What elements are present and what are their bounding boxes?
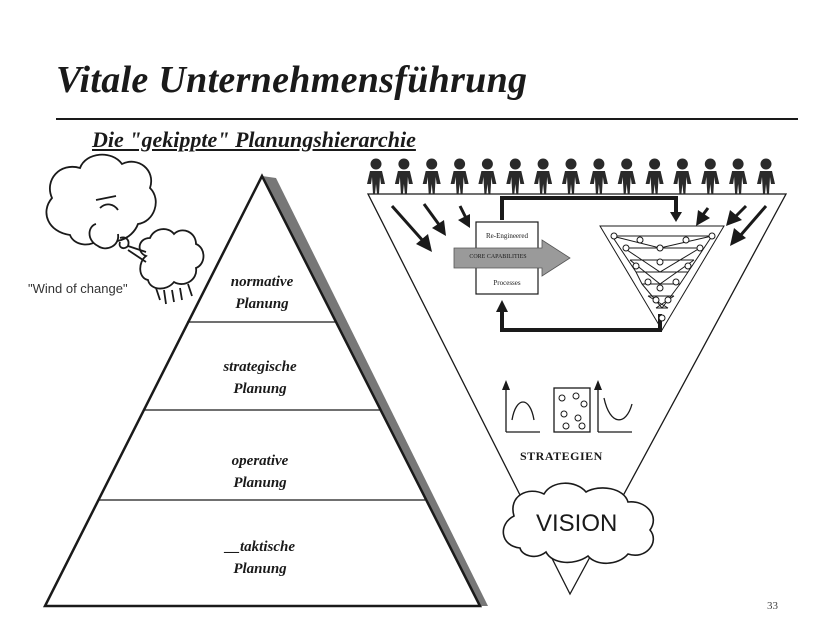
core-capabilities-box bbox=[453, 221, 571, 295]
person-figure bbox=[645, 158, 664, 194]
slide-subtitle: Die "gekippte" Planungshierarchie bbox=[92, 127, 416, 152]
pyramid-level-line1: strategische bbox=[223, 359, 297, 375]
pyramid-level-line2: Planung bbox=[233, 561, 287, 577]
vision-label: VISION bbox=[536, 510, 618, 537]
person-figure bbox=[506, 158, 525, 194]
breath-stream bbox=[127, 245, 147, 263]
input-arrows bbox=[390, 203, 768, 252]
person-figure bbox=[757, 158, 775, 194]
person-figure bbox=[450, 158, 469, 194]
wind-of-change-cloud bbox=[45, 153, 205, 305]
person-figure bbox=[478, 158, 497, 194]
pyramid-level-taktische: __taktische Planung bbox=[184, 536, 336, 580]
strategien-label: STRATEGIEN bbox=[520, 449, 603, 463]
person-figure bbox=[422, 158, 441, 194]
pyramid-level-line2: Planung bbox=[233, 475, 287, 491]
planning-pyramid bbox=[42, 173, 488, 608]
breath-cloud bbox=[138, 228, 205, 290]
pyramid-level-line1: __taktische bbox=[225, 539, 295, 555]
pyramid-level-line2: Planung bbox=[235, 296, 289, 312]
face-nose bbox=[88, 223, 119, 250]
person-figure bbox=[589, 158, 608, 194]
strategy-icon-matrix bbox=[553, 387, 591, 433]
person-figure bbox=[534, 158, 553, 194]
icicles bbox=[155, 283, 193, 305]
process-box-middle-label: CORE CAPABILITIES bbox=[469, 254, 527, 260]
process-box-top-label: Re-Engineered bbox=[486, 232, 528, 240]
slide-title: Vitale Unternehmensführung bbox=[56, 59, 528, 101]
pyramid-level-line1: operative bbox=[231, 453, 289, 469]
strategy-icon-curve bbox=[502, 380, 540, 433]
page-number: 33 bbox=[767, 600, 778, 612]
pyramid-level-strategische: strategische Planung bbox=[184, 356, 336, 400]
pyramid-level-line2: Planung bbox=[233, 381, 287, 397]
strategy-icon-valley bbox=[594, 380, 633, 433]
vision-cloud bbox=[502, 482, 655, 565]
person-figure bbox=[673, 158, 692, 194]
person-figure bbox=[617, 158, 636, 194]
pyramid-outline bbox=[42, 173, 483, 608]
inverted-hierarchy bbox=[366, 193, 788, 596]
inverted-triangle bbox=[366, 193, 788, 596]
person-figure bbox=[367, 158, 385, 194]
person-figure bbox=[562, 158, 580, 194]
person-figure bbox=[394, 158, 413, 194]
wind-of-change-label: "Wind of change" bbox=[28, 281, 128, 296]
network-triangle bbox=[599, 225, 725, 331]
pyramid-level-line1: normative bbox=[230, 274, 294, 290]
person-figure bbox=[701, 158, 720, 194]
feedback-loop bbox=[496, 196, 682, 332]
pyramid-level-normative: normative Planung bbox=[196, 271, 328, 315]
title-underline bbox=[56, 118, 798, 120]
process-box-bottom-label: Processes bbox=[493, 279, 521, 287]
face-eye bbox=[99, 203, 119, 211]
face-brow bbox=[95, 195, 117, 201]
pyramid-shadow bbox=[262, 176, 488, 606]
person-figure bbox=[729, 158, 748, 194]
people-row bbox=[367, 158, 775, 194]
pyramid-level-operative: operative Planung bbox=[184, 450, 336, 494]
